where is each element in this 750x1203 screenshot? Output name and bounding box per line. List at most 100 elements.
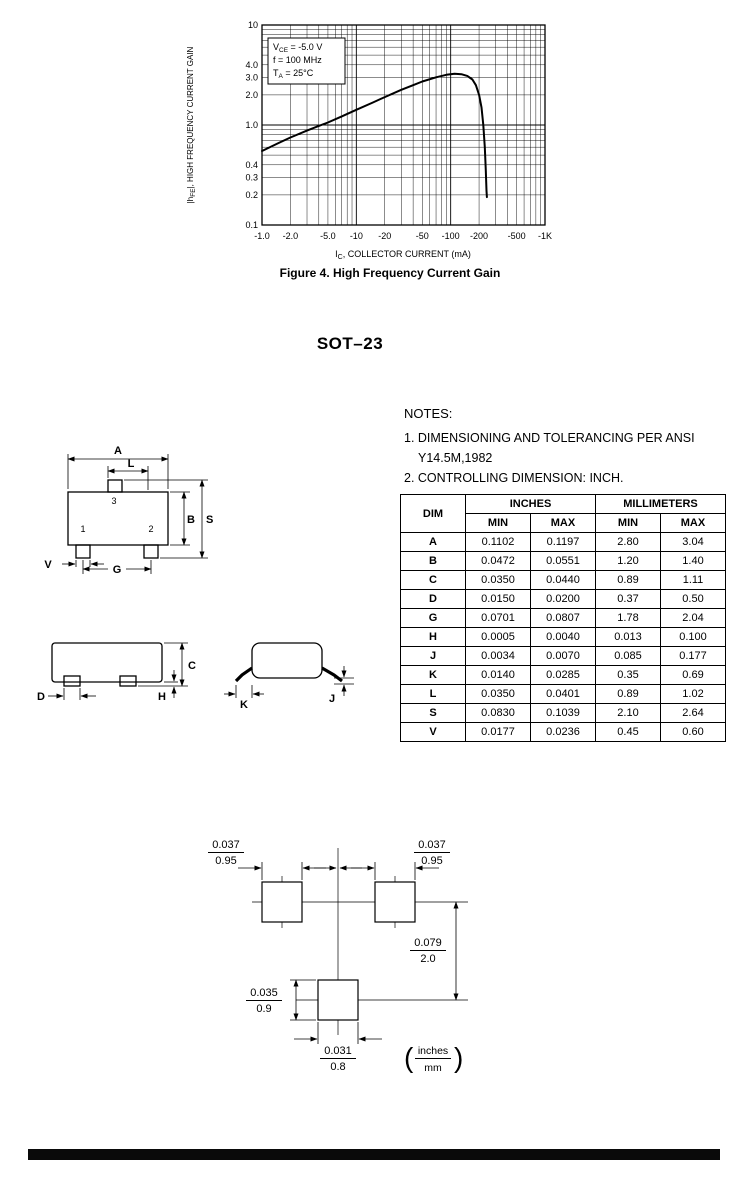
dim-label-c: C bbox=[188, 660, 196, 672]
chart-curve-group bbox=[261, 72, 488, 199]
y-tick-label: 0.1 bbox=[245, 220, 258, 230]
dim-label-l: L bbox=[128, 458, 135, 470]
value-cell: 0.0472 bbox=[465, 551, 531, 571]
dimension-lines bbox=[62, 454, 208, 574]
pad-top-right bbox=[374, 881, 416, 923]
value-cell: 0.0440 bbox=[530, 570, 596, 590]
pin1-pad bbox=[75, 544, 91, 559]
dim-bottom-left-mm: 0.9 bbox=[256, 1003, 271, 1015]
pin1-number: 1 bbox=[80, 524, 85, 534]
dim-bottom-inches: 0.031 bbox=[324, 1045, 352, 1057]
legend-open-paren: ( bbox=[404, 1042, 414, 1073]
value-cell: 1.40 bbox=[660, 551, 726, 571]
side-outline bbox=[51, 642, 163, 687]
value-cell: 0.085 bbox=[595, 646, 661, 666]
value-cell: 0.45 bbox=[595, 722, 661, 742]
package-outline bbox=[67, 479, 169, 559]
value-cell: 3.04 bbox=[660, 532, 726, 552]
value-cell: 0.0401 bbox=[530, 684, 596, 704]
x-tick-label: -20 bbox=[378, 231, 391, 241]
dim-top-left: 0.037 0.95 bbox=[208, 839, 244, 867]
dim-cell: C bbox=[400, 570, 466, 590]
dim-label-j: J bbox=[329, 693, 335, 705]
value-cell: 0.0236 bbox=[530, 722, 596, 742]
dim-cell: S bbox=[400, 703, 466, 723]
value-cell: 0.0807 bbox=[530, 608, 596, 628]
units-legend: ( inches mm ) bbox=[404, 1042, 463, 1074]
dim-top-right-inches: 0.037 bbox=[418, 839, 446, 851]
dim-label-g: G bbox=[113, 564, 122, 576]
footer-bar bbox=[28, 1149, 720, 1160]
value-cell: 2.80 bbox=[595, 532, 661, 552]
condition-freq: f = 100 MHz bbox=[273, 55, 322, 65]
dim-top-right: 0.037 0.95 bbox=[414, 839, 450, 867]
package-top-view: A L B S G V 3 1 2 bbox=[44, 445, 213, 576]
value-cell: 0.60 bbox=[660, 722, 726, 742]
dim-cell: J bbox=[400, 646, 466, 666]
side-body bbox=[51, 642, 163, 683]
dim-label-d: D bbox=[37, 691, 45, 703]
dim-cell: L bbox=[400, 684, 466, 704]
col-header-dim: DIM bbox=[400, 494, 466, 533]
conditions-box bbox=[267, 37, 346, 85]
x-tick-label: -500 bbox=[508, 231, 526, 241]
x-tick-label: -2.0 bbox=[283, 231, 299, 241]
value-cell: 0.0200 bbox=[530, 589, 596, 609]
dim-top-right-mm: 0.95 bbox=[421, 855, 442, 867]
dim-cell: G bbox=[400, 608, 466, 628]
legend-close-paren: ) bbox=[454, 1042, 463, 1073]
value-cell: 0.1039 bbox=[530, 703, 596, 723]
condition-temp: TA = 25°C bbox=[273, 68, 314, 80]
note-2: 2. CONTROLLING DIMENSION: INCH. bbox=[404, 471, 624, 485]
value-cell: 0.0005 bbox=[465, 627, 531, 647]
dim-label-k: K bbox=[240, 699, 248, 711]
y-tick-label: 0.4 bbox=[245, 160, 258, 170]
value-cell: 0.0350 bbox=[465, 684, 531, 704]
value-cell: 0.0350 bbox=[465, 570, 531, 590]
dim-cell: B bbox=[400, 551, 466, 571]
col-header-mm-min: MIN bbox=[595, 513, 661, 533]
value-cell: 1.20 bbox=[595, 551, 661, 571]
col-header-in-min: MIN bbox=[465, 513, 531, 533]
value-cell: 0.0830 bbox=[465, 703, 531, 723]
section-title: SOT–23 bbox=[316, 334, 384, 353]
notes-heading: NOTES: bbox=[404, 406, 453, 421]
value-cell: 1.78 bbox=[595, 608, 661, 628]
pin2-pad bbox=[143, 544, 159, 559]
value-cell: 0.37 bbox=[595, 589, 661, 609]
value-cell: 0.0551 bbox=[530, 551, 596, 571]
legend-inches: inches bbox=[418, 1045, 448, 1057]
value-cell: 0.0701 bbox=[465, 608, 531, 628]
value-cell: 2.04 bbox=[660, 608, 726, 628]
dimension-table: DIM INCHES MILLIMETERS MIN MAX MIN MAX A… bbox=[400, 494, 726, 742]
value-cell: 0.1102 bbox=[465, 532, 531, 552]
side-foot-left bbox=[63, 675, 81, 687]
value-cell: 0.0034 bbox=[465, 646, 531, 666]
footprint-drawing: 0.037 0.95 0.037 0.95 0.079 2.0 0.035 0.… bbox=[208, 839, 468, 1074]
side-foot-right bbox=[119, 675, 137, 687]
dim-right: 0.079 2.0 bbox=[410, 937, 446, 965]
value-cell: 0.0285 bbox=[530, 665, 596, 685]
gain-chart: -1.0-2.0-5.0-10-20-50-100-200-500-1K104.… bbox=[186, 20, 552, 261]
x-tick-label: -200 bbox=[470, 231, 488, 241]
footprint-dimension-lines bbox=[238, 862, 459, 1044]
y-tick-label: 3.0 bbox=[245, 72, 258, 82]
value-cell: 0.89 bbox=[595, 570, 661, 590]
lead-left bbox=[234, 666, 253, 683]
y-tick-label: 10 bbox=[248, 20, 258, 30]
pin2-number: 2 bbox=[148, 524, 153, 534]
value-cell: 2.10 bbox=[595, 703, 661, 723]
y-axis-title: |hFE|, HIGH FREQUENCY CURRENT GAIN bbox=[186, 46, 197, 203]
dim-label-s: S bbox=[206, 514, 213, 526]
value-cell: 0.177 bbox=[660, 646, 726, 666]
figure-caption: Figure 4. High Frequency Current Gain bbox=[279, 266, 501, 280]
